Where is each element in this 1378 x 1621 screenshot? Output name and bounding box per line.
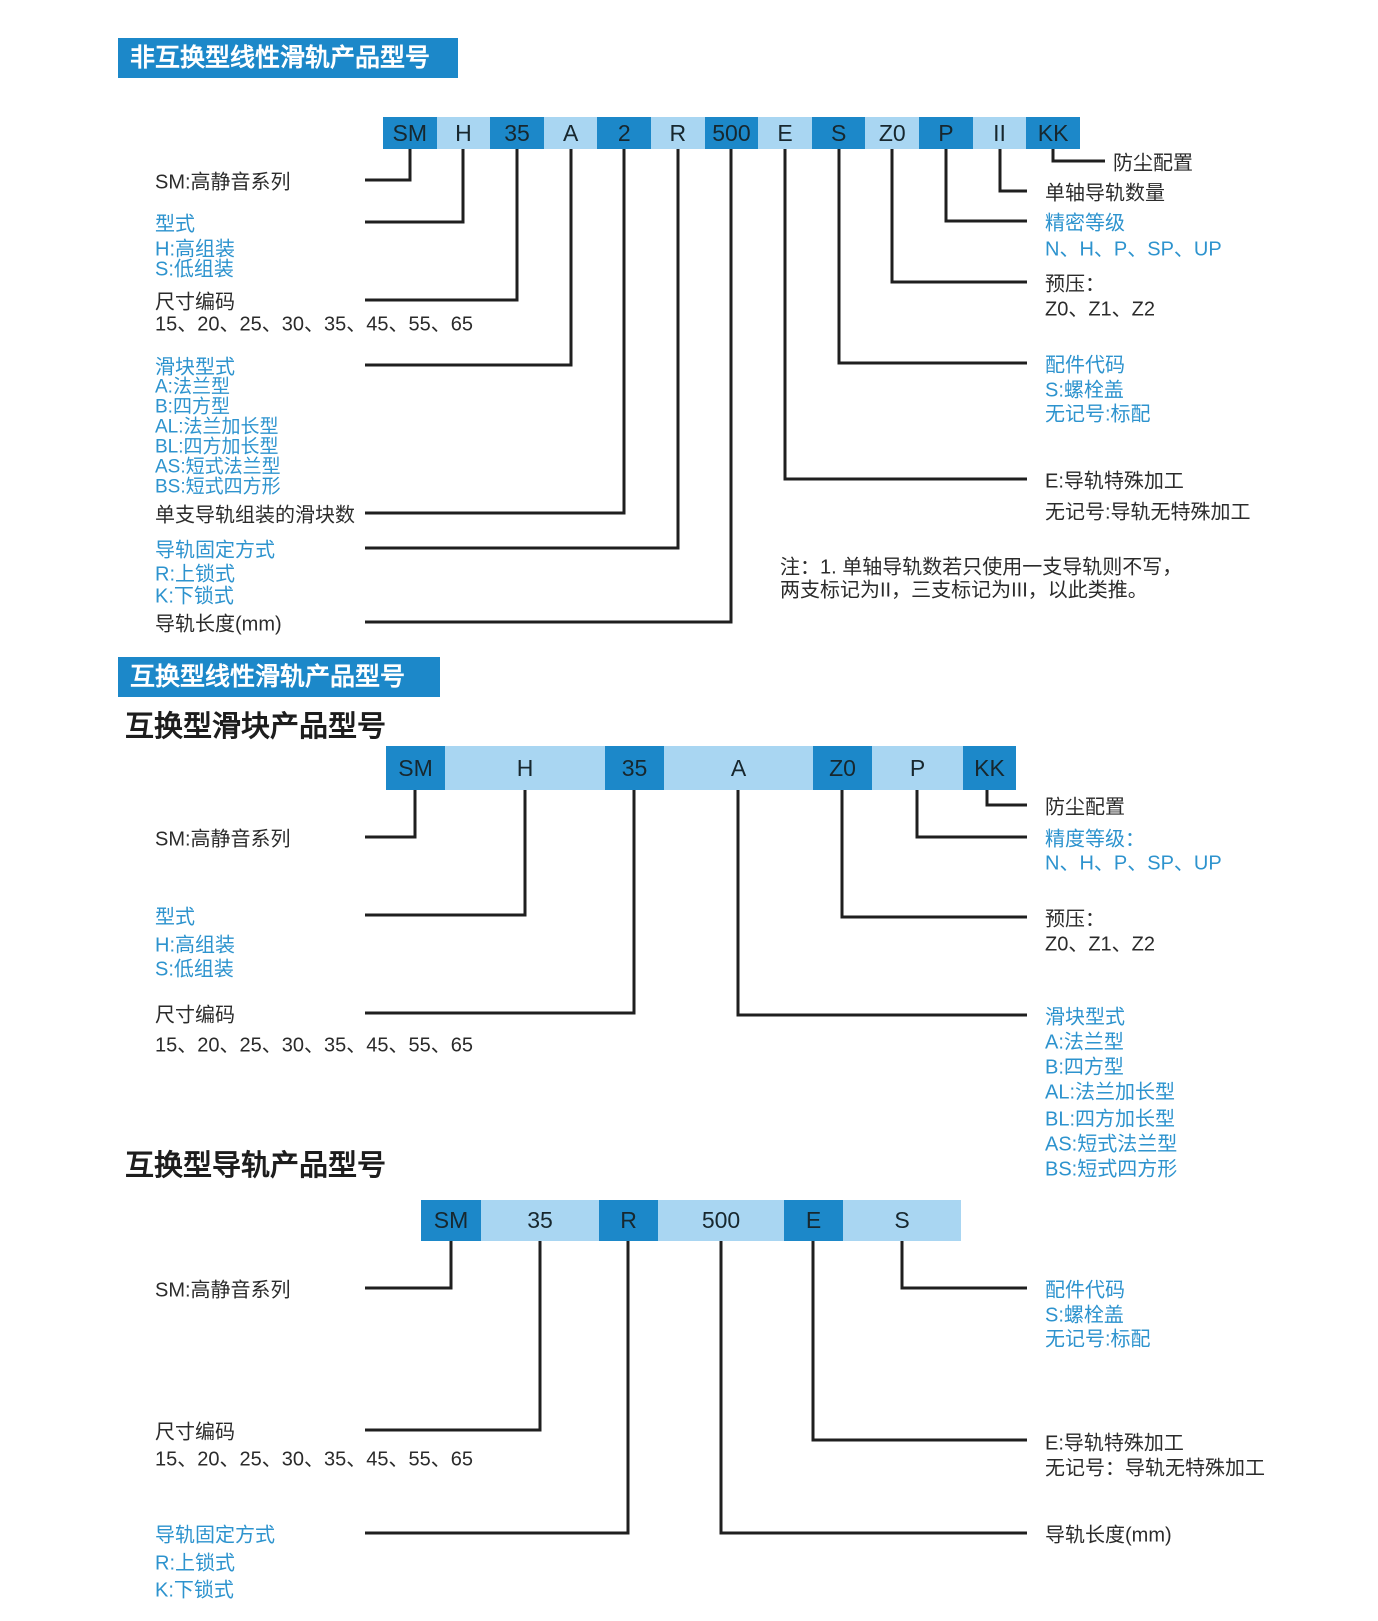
model-code-box: E [758,117,812,149]
label-precision-values: N、H、P、SP、UP [1045,852,1222,875]
section1-header: 非互换型线性滑轨产品型号 [118,38,458,78]
model-code-box: 2 [597,117,652,149]
model-code-box: II [972,117,1027,149]
label-preload-values: Z0、Z1、Z2 [1045,298,1156,321]
label-slider-a: A:法兰型 [1045,1031,1124,1054]
label-accessory-title: 配件代码 [1045,1279,1125,1302]
model-code-box: E [784,1200,843,1241]
label-accessory-s: S:螺栓盖 [1045,379,1124,402]
label-size-values: 15、20、25、30、35、45、55、65 [155,1448,473,1471]
label-special-e: E:导轨特殊加工 [1045,470,1184,493]
model-code-box: KK [963,746,1016,790]
label-slider-al: AL:法兰加长型 [155,416,279,438]
model-code-box: 500 [658,1200,784,1241]
label-series: SM:高静音系列 [155,171,291,194]
label-type-low: S:低组装 [155,958,234,981]
label-type-high: H:高组装 [155,934,235,957]
label-sliders-per-rail: 单支导轨组装的滑块数 [155,504,355,527]
label-preload-values: Z0、Z1、Z2 [1045,933,1156,956]
model-code-box: A [664,746,813,790]
model-code-box: R [651,117,705,149]
label-slider-al: AL:法兰加长型 [1045,1081,1176,1104]
model-code-box: 35 [490,117,544,149]
label-accessory-none: 无记号:标配 [1045,403,1151,426]
label-fix-r: R:上锁式 [155,1552,235,1575]
label-size-title: 尺寸编码 [155,1004,235,1027]
label-type-title: 型式 [155,213,195,236]
label-slider-bs: BS:短式四方形 [155,476,281,498]
label-slider-title: 滑块型式 [1045,1006,1125,1029]
model-code-box: A [543,117,598,149]
label-type-low: S:低组装 [155,258,234,281]
label-precision-values: N、H、P、SP、UP [1045,238,1222,261]
model-code-box: KK [1026,117,1080,149]
model-code-box: Z0 [813,746,872,790]
section2-model-code-row: SM H 35 A Z0 P KK [386,746,1016,790]
label-slider-b: B:四方型 [155,396,230,418]
label-fix-k: K:下锁式 [155,585,234,608]
label-dust: 防尘配置 [1045,796,1125,819]
label-series: SM:高静音系列 [155,1279,291,1302]
model-code-box: H [445,746,605,790]
section3-subheader: 互换型导轨产品型号 [125,1150,387,1182]
note-line-1: 注：1. 单轴导轨数若只使用一支导轨则不写， [780,556,1183,579]
label-size-values: 15、20、25、30、35、45、55、65 [155,1034,473,1057]
label-slider-title: 滑块型式 [155,356,235,379]
section3-model-code-row: SM 35 R 500 E S [421,1200,961,1241]
label-accessory-s: S:螺栓盖 [1045,1304,1124,1327]
model-code-box: 500 [704,117,759,149]
label-size-title: 尺寸编码 [155,291,235,314]
model-code-box: H [436,117,491,149]
label-slider-b: B:四方型 [1045,1056,1124,1079]
label-slider-bl: BL:四方加长型 [1045,1108,1176,1131]
model-code-box: P [919,117,973,149]
label-type-high: H:高组装 [155,238,235,261]
note-line-2: 两支标记为II，三支标记为III，以此类推。 [780,579,1148,602]
model-code-box: 35 [605,746,664,790]
label-size-title: 尺寸编码 [155,1421,235,1444]
model-code-box: SM [421,1200,481,1241]
model-code-box: Z0 [865,117,920,149]
label-precision-title: 精度等级： [1045,828,1145,851]
label-preload-title: 预压： [1045,908,1105,931]
label-rail-length: 导轨长度(mm) [155,613,282,636]
model-code-box: R [599,1200,658,1241]
label-fix-title: 导轨固定方式 [155,539,275,562]
label-size-values: 15、20、25、30、35、45、55、65 [155,313,473,336]
section2-header: 互换型线性滑轨产品型号 [118,657,440,697]
model-code-box: SM [386,746,445,790]
label-fix-r: R:上锁式 [155,563,235,586]
label-accessory-none: 无记号:标配 [1045,1328,1151,1351]
label-slider-a: A:法兰型 [155,376,230,398]
label-rail-length: 导轨长度(mm) [1045,1524,1172,1547]
section1-model-code-row: SM H 35 A 2 R 500 E S Z0 P II KK [383,117,1080,149]
label-slider-as: AS:短式法兰型 [1045,1133,1178,1156]
label-dust: 防尘配置 [1113,152,1193,175]
label-slider-bl: BL:四方加长型 [155,436,279,458]
model-code-box: SM [383,117,437,149]
label-accessory-title: 配件代码 [1045,354,1125,377]
model-code-box: P [872,746,963,790]
label-special-e: E:导轨特殊加工 [1045,1432,1184,1455]
label-axis-count: 单轴导轨数量 [1045,182,1165,205]
label-fix-title: 导轨固定方式 [155,1524,275,1547]
label-precision-title: 精密等级 [1045,212,1125,235]
label-special-none: 无记号：导轨无特殊加工 [1045,1457,1265,1480]
label-type-title: 型式 [155,906,195,929]
label-series: SM:高静音系列 [155,828,291,851]
model-code-box: 35 [481,1200,599,1241]
label-special-none: 无记号:导轨无特殊加工 [1045,501,1251,524]
label-slider-bs: BS:短式四方形 [1045,1158,1178,1181]
model-code-box: S [811,117,866,149]
model-code-box: S [843,1200,961,1241]
label-fix-k: K:下锁式 [155,1579,234,1602]
label-preload-title: 预压： [1045,273,1105,296]
label-slider-as: AS:短式法兰型 [155,456,281,478]
section2-subheader: 互换型滑块产品型号 [125,711,387,743]
